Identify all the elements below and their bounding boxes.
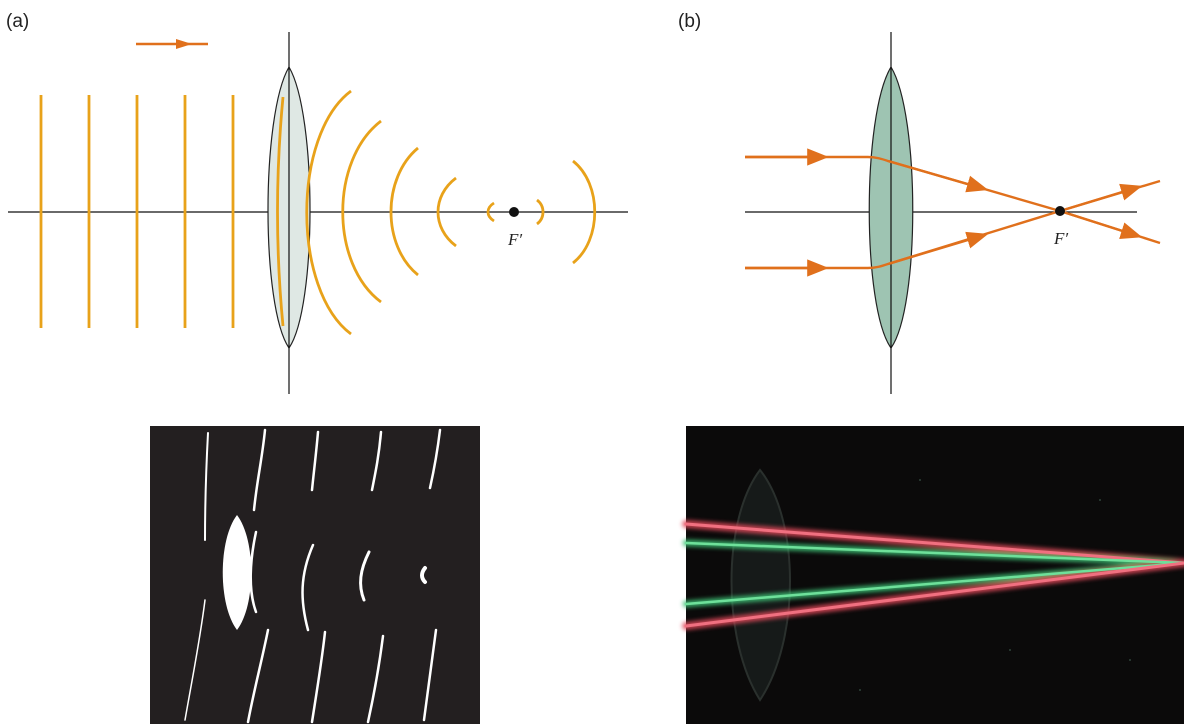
wavefront-in-lens: [276, 96, 285, 327]
spherical-wavefront: [389, 146, 419, 277]
panel-b: (b) F′: [678, 11, 1161, 394]
panel-a: (a): [6, 11, 628, 394]
spherical-wavefront: [341, 119, 382, 304]
propagation-arrow-a: [136, 39, 208, 49]
lower-ray: [745, 209, 1161, 277]
converging-wavefronts: [305, 89, 597, 336]
upper-ray: [745, 148, 1161, 213]
focal-label-a: F′: [507, 230, 522, 249]
plane-wavefronts: [39, 95, 235, 328]
spherical-wavefront: [436, 176, 457, 248]
spherical-wavefront: [486, 201, 495, 223]
panel-a-label: (a): [6, 11, 29, 32]
ripple-tank-photo: [150, 426, 480, 724]
focal-point-b: [1055, 206, 1065, 216]
diverging-wavefront: [572, 159, 597, 265]
laser-beams-photo: [682, 426, 1184, 724]
panel-b-label: (b): [678, 11, 701, 32]
focal-label-b: F′: [1053, 229, 1068, 248]
diverging-wavefront: [536, 198, 545, 226]
focal-point-a: [509, 207, 519, 217]
spherical-wavefront: [305, 89, 352, 336]
